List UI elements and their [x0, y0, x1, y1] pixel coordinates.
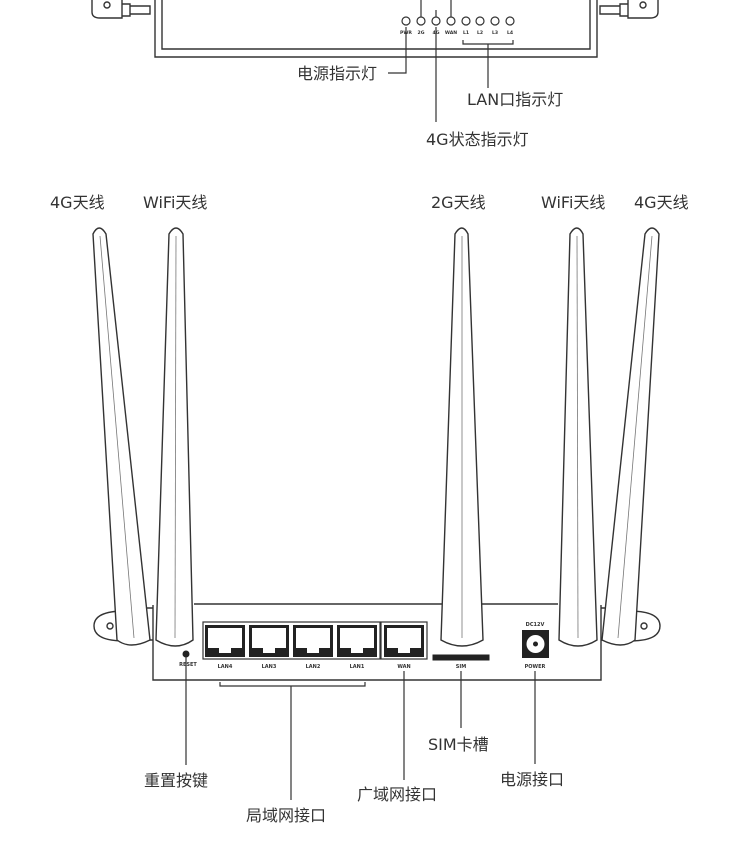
- antenna-right-4g-icon: [601, 227, 660, 646]
- led-row: [401, 0, 515, 26]
- sim-slot-icon: [432, 654, 490, 661]
- port-label-lan2: LAN2: [306, 664, 321, 670]
- sim-label: SIM: [456, 664, 466, 670]
- led-l1-icon: [461, 16, 471, 26]
- callout-lan-led: LAN口指示灯: [467, 90, 564, 109]
- led-l2-icon: [475, 16, 485, 26]
- front-panel: [91, 0, 659, 58]
- led-label-l1: L1: [463, 30, 469, 36]
- port-labels: LAN4 LAN3 LAN2 LAN1 WAN: [218, 664, 411, 670]
- led-4g-icon: [431, 16, 441, 26]
- port-lan4-icon: [205, 625, 245, 657]
- ethernet-ports: [205, 625, 424, 657]
- callout-wan-port: 广域网接口: [357, 785, 438, 804]
- callout-reset-button: 重置按键: [144, 771, 209, 790]
- power-jack-icon: [522, 630, 549, 658]
- led-labels: PWR 2G 4G WAN L1 L2 L3 L4: [400, 30, 513, 36]
- led-l3-icon: [490, 16, 500, 26]
- port-label-lan4: LAN4: [218, 664, 233, 670]
- led-label-wan: WAN: [445, 30, 457, 36]
- port-wan-icon: [384, 625, 424, 657]
- port-block: [202, 621, 428, 660]
- port-label-wan: WAN: [397, 664, 410, 670]
- antenna-right-wifi-icon: [558, 227, 598, 647]
- port-label-lan3: LAN3: [262, 664, 277, 670]
- led-label-2g: 2G: [418, 30, 425, 36]
- led-2g-icon: [416, 16, 426, 26]
- led-l4-icon: [505, 16, 515, 26]
- callout-power-port: 电源接口: [500, 770, 565, 789]
- callout-4g-status-led: 4G状态指示灯: [426, 130, 529, 149]
- power-voltage-label: DC12V: [526, 622, 545, 628]
- led-label-l4: L4: [507, 30, 513, 36]
- antenna-centerlines: [99, 235, 653, 639]
- led-pwr-icon: [401, 16, 411, 26]
- antennas: [92, 227, 660, 647]
- front-callout-lines: [388, 27, 514, 122]
- port-lan3-icon: [249, 625, 289, 657]
- port-lan2-icon: [293, 625, 333, 657]
- antenna-label-right-2g: 2G天线: [431, 193, 486, 212]
- antenna-label-right-4g: 4G天线: [634, 193, 689, 212]
- led-wan-icon: [446, 16, 456, 26]
- reset-button-icon: [182, 650, 190, 658]
- power-port-label: POWER: [525, 664, 546, 670]
- led-label-l3: L3: [492, 30, 498, 36]
- port-label-lan1: LAN1: [350, 664, 365, 670]
- back-callout-lines: [185, 657, 536, 800]
- antenna-label-left-wifi: WiFi天线: [143, 193, 208, 212]
- port-lan1-icon: [337, 625, 377, 657]
- antenna-left-wifi-icon: [155, 227, 194, 647]
- callout-sim-slot: SIM卡槽: [428, 735, 489, 754]
- reset-label: RESET: [179, 662, 197, 668]
- callout-lan-ports: 局域网接口: [246, 806, 327, 825]
- antenna-label-right-wifi: WiFi天线: [541, 193, 606, 212]
- led-label-l2: L2: [477, 30, 483, 36]
- antenna-left-4g-icon: [92, 227, 151, 646]
- antenna-label-left-4g: 4G天线: [50, 193, 105, 212]
- callout-power-led: 电源指示灯: [297, 64, 378, 83]
